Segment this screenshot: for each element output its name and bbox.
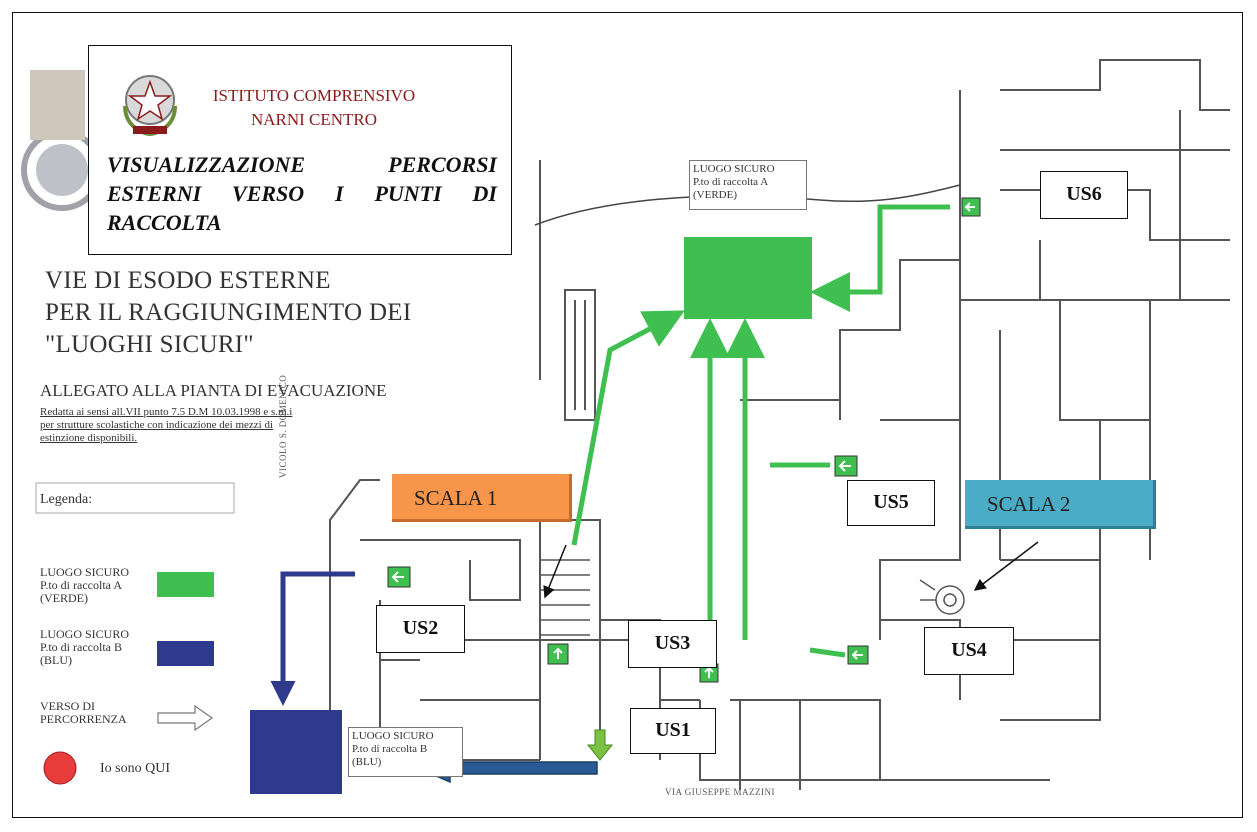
- exit-label-us1: US1: [630, 708, 716, 754]
- exit-label-us6: US6: [1040, 171, 1128, 219]
- scala2-stairs: [919, 579, 965, 615]
- plan-title-line3: "LUOGHI SICURI": [45, 331, 254, 358]
- down-arrow-us1: [586, 729, 614, 761]
- header-box: ISTITUTO COMPRENSIVO NARNI CENTRO VISUAL…: [88, 45, 512, 255]
- institute-name-line2: NARNI CENTRO: [250, 110, 378, 129]
- legend-blue: LUOGO SICURO P.to di raccolta B (BLU): [40, 628, 129, 667]
- street-vicolo-label: VICOLO S. DOMENICO: [278, 374, 288, 478]
- institute-name: ISTITUTO COMPRENSIVO NARNI CENTRO: [189, 84, 439, 132]
- luogo-b-line3: (BLU): [352, 756, 382, 768]
- page-subtitle: VISUALIZZAZIONE PERCORSI ESTERNI VERSO I…: [107, 152, 497, 235]
- legend-you-are-here-dot: [43, 751, 77, 785]
- legend-direction-line1: VERSO DI: [40, 699, 96, 713]
- luogo-sicuro-b-label: LUOGO SICURO P.to di raccolta B (BLU): [348, 727, 463, 777]
- legend-you-are-here: Io sono QUI: [100, 761, 170, 776]
- legend-green-swatch: [157, 572, 214, 597]
- legend-title: Legenda:: [40, 492, 93, 507]
- plan-note-line3: estinzione disponibili.: [40, 432, 138, 444]
- assembly-point-b: [250, 710, 342, 794]
- plan-title-line1: VIE DI ESODO ESTERNE: [45, 267, 331, 294]
- assembly-point-a: [684, 237, 812, 319]
- scala1-label: SCALA 1: [392, 474, 572, 522]
- republic-emblem-icon: [123, 75, 177, 137]
- plan-title-line2: PER IL RAGGIUNGIMENTO DEI: [45, 299, 412, 326]
- plan-attachment: ALLEGATO ALLA PIANTA DI EVACUAZIONE: [40, 381, 387, 400]
- exit-sign-us6: [961, 197, 981, 217]
- exit-sign-us3: [547, 643, 569, 665]
- legend-green-line2: P.to di raccolta A: [40, 578, 122, 592]
- luogo-sicuro-a-label: LUOGO SICURO P.to di raccolta A (VERDE): [689, 160, 807, 210]
- exit-label-us5: US5: [847, 480, 935, 526]
- legend-green-line3: (VERDE): [40, 591, 88, 605]
- legend-blue-line1: LUOGO SICURO: [40, 627, 130, 641]
- legend-title-box: [35, 482, 235, 514]
- legend-direction-arrow: [157, 704, 214, 732]
- scala1-stairs: [540, 559, 590, 636]
- legend-green-line1: LUOGO SICURO: [40, 565, 130, 579]
- legend-blue-line2: P.to di raccolta B: [40, 640, 122, 654]
- exit-label-us4: US4: [924, 627, 1014, 675]
- page-frame: [12, 12, 1243, 818]
- exit-label-us3: US3: [628, 620, 717, 668]
- blue-route-us2: [270, 571, 355, 706]
- luogo-b-line1: LUOGO SICURO: [352, 730, 434, 742]
- institute-name-line1: ISTITUTO COMPRENSIVO: [212, 86, 416, 105]
- legend-blue-swatch: [157, 641, 214, 666]
- luogo-a-line2: P.to di raccolta A: [693, 176, 769, 188]
- luogo-a-line3: (VERDE): [693, 189, 737, 201]
- plan-note: Redatta ai sensi all.VII punto 7.5 D.M 1…: [40, 406, 360, 445]
- exit-sign-us5: [834, 455, 858, 477]
- exit-sign-us2: [387, 566, 411, 588]
- plan-note-line2: per strutture scolastiche con indicazion…: [40, 419, 274, 431]
- exit-label-us2: US2: [376, 605, 465, 653]
- scala2-pointer: [973, 541, 1039, 591]
- legend-direction-line2: PERCORRENZA: [40, 712, 127, 726]
- legend-direction: VERSO DI PERCORRENZA: [40, 700, 127, 726]
- legend-green: LUOGO SICURO P.to di raccolta A (VERDE): [40, 566, 129, 605]
- exit-sign-us4: [847, 645, 869, 665]
- luogo-a-line1: LUOGO SICURO: [693, 163, 775, 175]
- scala1-pointer: [543, 544, 567, 599]
- street-mazzini-label: VIA GIUSEPPE MAZZINI: [665, 787, 775, 797]
- legend-blue-line3: (BLU): [40, 653, 72, 667]
- exit-sign-bottom: [699, 663, 719, 683]
- exit-signs: [387, 197, 981, 683]
- luogo-b-line2: P.to di raccolta B: [352, 743, 428, 755]
- plan-note-line1: Redatta ai sensi all.VII punto 7.5 D.M 1…: [40, 406, 293, 418]
- scala2-label: SCALA 2: [965, 480, 1156, 529]
- seal-decoration: [21, 70, 103, 211]
